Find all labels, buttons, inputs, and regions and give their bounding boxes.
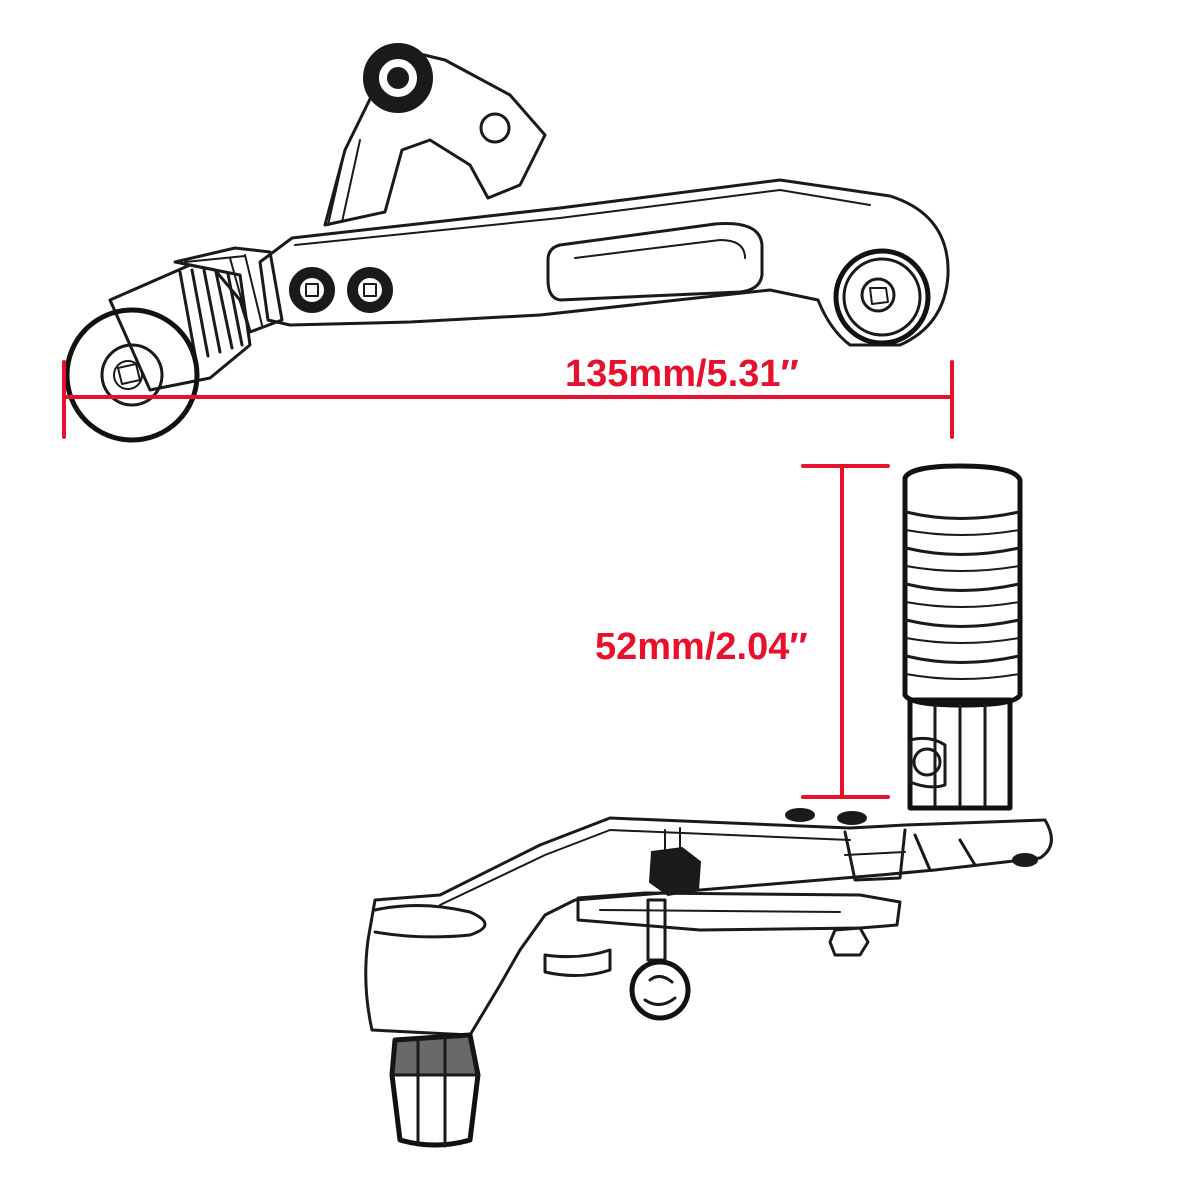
dimension-length-label: 135mm/5.31″	[565, 353, 799, 395]
screw-icon	[347, 267, 393, 313]
dimension-length	[62, 360, 954, 439]
peg-lever-arm	[364, 816, 1053, 1037]
ball-joint-icon	[629, 898, 691, 1021]
shift-lever-peg-view	[364, 463, 1053, 1148]
dimension-height	[801, 464, 890, 799]
lever-upper-bracket	[323, 46, 547, 227]
shift-lever-side-view	[64, 43, 950, 443]
screw-icon	[289, 267, 335, 313]
arm-bolt-heads	[785, 808, 1038, 867]
lever-main-arm	[258, 178, 950, 347]
arm-nut-icon	[648, 827, 702, 897]
knurled-peg-vertical	[902, 463, 1023, 708]
lever-clamp	[173, 246, 284, 334]
peg-secondary-plate	[543, 891, 902, 978]
small-nut-icon	[828, 926, 870, 957]
top-nut-icon	[363, 43, 433, 113]
pivot-bolt-icon	[833, 248, 931, 346]
dimension-height-label: 52mm/2.04″	[595, 626, 808, 668]
knurled-peg-left	[64, 263, 252, 443]
peg-base-block	[907, 697, 1013, 811]
hex-shaft-icon	[389, 1032, 481, 1148]
